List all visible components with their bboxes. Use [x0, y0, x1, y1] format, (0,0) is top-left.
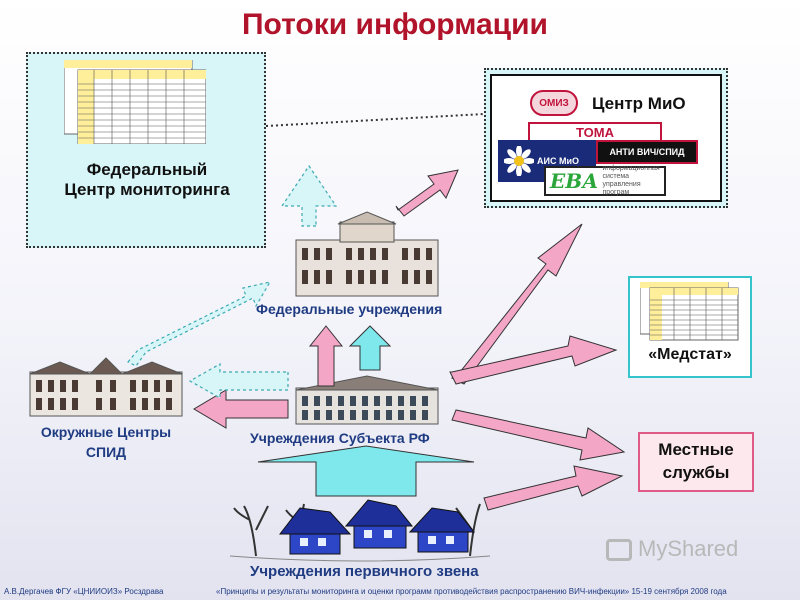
- pink-arrow-subject-to-medstat: [449, 335, 618, 385]
- footer-conference: «Принципы и результаты мониторинга и оце…: [216, 587, 727, 596]
- dashed-arrow-district-to-federal: [127, 281, 272, 367]
- pink-arrow-primary-to-local: [483, 465, 624, 511]
- eva-logo: ЕВА информационная система управления пр…: [544, 165, 666, 196]
- dashed-arrow-district-level: [188, 362, 289, 400]
- pink-arrow-subject-to-local: [451, 409, 626, 461]
- anti-vich-logo: АНТИ ВИЧ/СПИД: [596, 140, 698, 164]
- federal-institutions-label: Федеральные учреждения: [256, 301, 443, 317]
- primary-institutions-houses-icon: [229, 499, 491, 562]
- district-centers-label: Окружные Центры СПИД: [40, 424, 172, 460]
- daisy-icon: [504, 146, 534, 176]
- subject-institutions-building-icon: [295, 375, 439, 425]
- watermark-text: MyShared: [638, 536, 739, 561]
- spreadsheet-icon: [64, 60, 206, 144]
- omiz-logo: ОМИЗ: [530, 90, 578, 116]
- mio-center-label: Центр МиО: [592, 94, 686, 113]
- ais-mio-text: АИС МиО: [537, 156, 579, 166]
- cyan-arrow-primary-to-subject: [257, 445, 475, 497]
- primary-institutions-label: Учреждения первичного звена: [250, 563, 479, 580]
- watermark: MyShared: [606, 536, 738, 562]
- dotted-link-line: [265, 113, 485, 127]
- district-centers-building-icon: [29, 357, 183, 417]
- pink-arrow-federal-to-mio: [395, 169, 459, 217]
- cyan-arrow-subject-to-federal: [348, 325, 392, 371]
- federal-institutions-building-icon: [295, 211, 439, 297]
- medstat-label: «Медстат»: [648, 346, 732, 363]
- presentation-icon: [606, 539, 632, 562]
- medstat-spreadsheet-icon: [640, 282, 739, 341]
- pink-arrow-subject-to-mio: [451, 223, 583, 385]
- pink-arrow-subject-to-district: [193, 389, 289, 429]
- dashed-arrow-federal-to-center: [280, 164, 338, 227]
- federal-center-label: Федеральный Центр мониторинга: [64, 160, 230, 199]
- local-services-box: [638, 432, 754, 492]
- pink-arrow-subject-to-federal: [308, 325, 344, 387]
- eva-caption: информационная система управления програ…: [602, 165, 660, 196]
- subject-institutions-label: Учреждения Субъекта РФ: [250, 430, 430, 446]
- local-services-label: Местные службы: [658, 440, 734, 482]
- footer-author: А.В.Дергачев ФГУ «ЦНИИОИЗ» Росздрава: [4, 587, 164, 596]
- slide-title: Потоки информации: [241, 8, 549, 41]
- eva-text: ЕВА: [550, 169, 599, 193]
